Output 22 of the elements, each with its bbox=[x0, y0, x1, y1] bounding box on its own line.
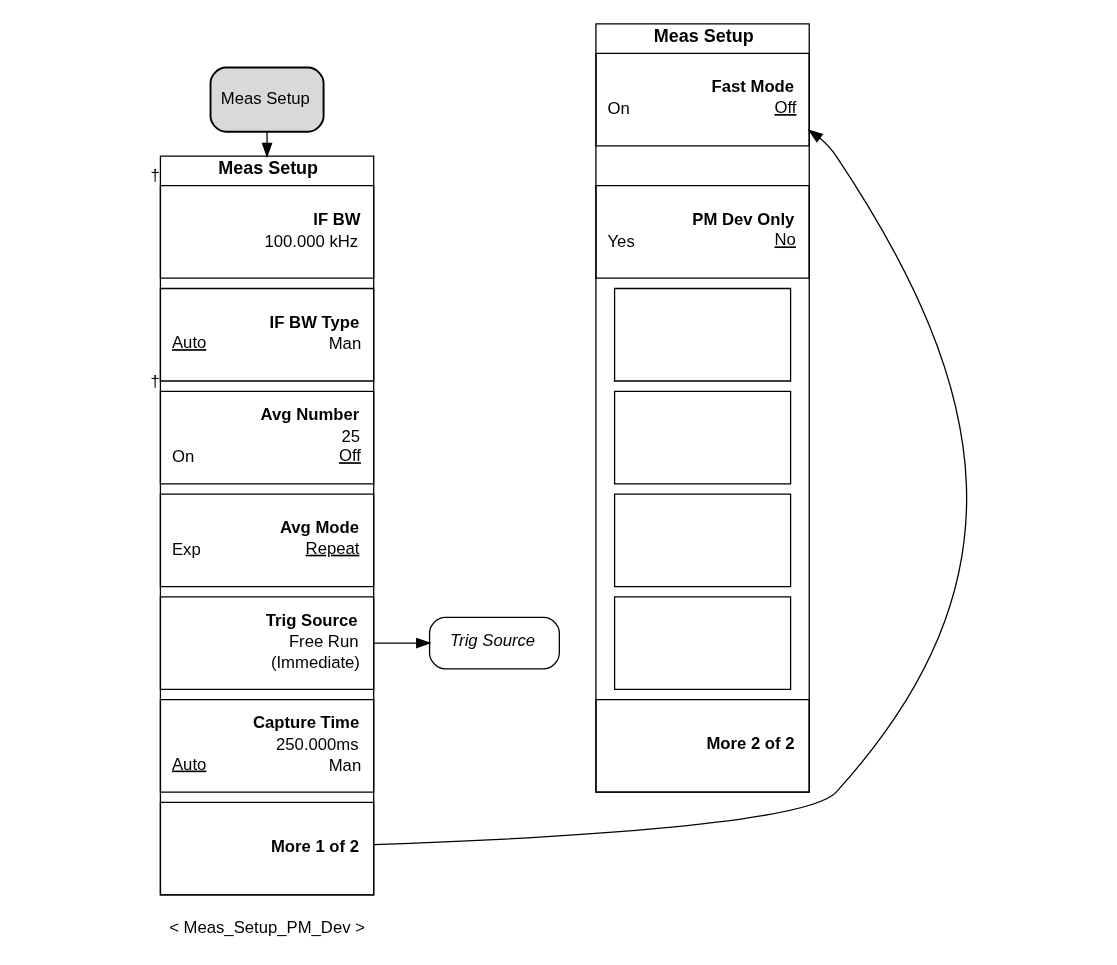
node-box: Capture Time 250.000ms Auto Man bbox=[159, 699, 375, 793]
arrow bbox=[261, 131, 273, 159]
node-box: More 1 of 2 bbox=[159, 801, 375, 896]
node-box: Trig Source bbox=[428, 616, 560, 670]
node-box: Fast Mode On Off bbox=[595, 52, 810, 147]
node-box: Meas Setup bbox=[209, 66, 325, 133]
node-box: IF BW Type Auto Man bbox=[159, 287, 375, 382]
node-box bbox=[613, 287, 792, 382]
node-label: † bbox=[150, 371, 160, 391]
label: < Meas_Setup_PM_Dev > bbox=[169, 917, 365, 937]
arrow bbox=[373, 637, 432, 649]
node-label: † bbox=[150, 166, 160, 186]
node-box: Avg Mode Exp Repeat bbox=[159, 493, 375, 588]
node-box: Avg Number 25 On Off bbox=[159, 390, 375, 485]
node-box: Trig Source Free Run (Immediate) bbox=[159, 596, 375, 690]
node-box: More 2 of 2 bbox=[595, 699, 810, 793]
node-box bbox=[613, 390, 792, 485]
arrow bbox=[373, 129, 967, 846]
node-box: PM Dev Only Yes No bbox=[595, 185, 810, 279]
node-box: IF BW 100.000 kHz bbox=[159, 185, 375, 279]
node-box bbox=[613, 596, 792, 690]
node-box bbox=[613, 493, 792, 588]
